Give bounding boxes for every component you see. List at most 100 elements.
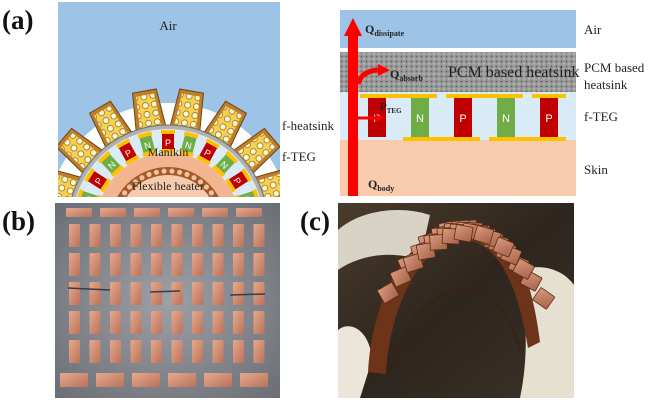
heater-wire-dot xyxy=(132,179,139,185)
copper-pad xyxy=(253,224,265,247)
flexible-teg-photo xyxy=(55,203,280,398)
copper-pad xyxy=(130,282,142,305)
substrate xyxy=(55,203,280,398)
p-teg-label: PTEG xyxy=(380,101,402,115)
copper-pad xyxy=(89,224,101,247)
copper-pad xyxy=(151,282,162,305)
copper-pad xyxy=(212,224,224,247)
pcm-side-label-line1: PCM based xyxy=(584,60,645,75)
bottom-interconnect-pad xyxy=(240,373,268,387)
teg-leg: P xyxy=(196,138,220,166)
bottom-electrode xyxy=(403,137,480,141)
teg-tile xyxy=(453,224,474,243)
copper-pad xyxy=(89,311,101,334)
top-interconnect-pad xyxy=(66,208,92,217)
dissipate-arrowhead xyxy=(344,18,362,36)
copper-pad xyxy=(130,224,142,247)
teg-legs: NPNPNPNPNPN xyxy=(75,130,261,200)
leg-type-label: P xyxy=(202,147,212,159)
teg-leg xyxy=(411,98,429,137)
teg-leg xyxy=(454,98,472,137)
heater-wire-dot xyxy=(208,190,214,196)
copper-pad xyxy=(151,311,162,334)
leg-type-label: P xyxy=(93,176,105,186)
copper-pad xyxy=(192,282,203,305)
copper-pad xyxy=(110,311,121,334)
top-interconnect-pad xyxy=(202,208,228,217)
teg-leg: P xyxy=(225,168,252,193)
copper-pad xyxy=(151,224,162,247)
heater-wire-dot xyxy=(191,175,197,181)
panel-label-a: (a) xyxy=(2,5,33,35)
top-interconnect-pad xyxy=(134,208,160,217)
copper-pad xyxy=(130,340,142,363)
heater-wire-dots xyxy=(117,168,219,200)
copper-pad xyxy=(110,253,121,276)
teg-tile xyxy=(377,282,400,304)
teg-leg: N xyxy=(179,131,199,158)
copper-pad xyxy=(69,311,80,334)
q-dissipate-label: Qdissipate xyxy=(365,22,405,38)
heater-wire-dot xyxy=(139,175,145,181)
flexible-heater-core xyxy=(124,175,212,200)
copper-pad xyxy=(171,282,183,305)
heater-wire-dot xyxy=(161,168,167,174)
teg-leg: N xyxy=(137,131,157,158)
air-side-label: Air xyxy=(584,22,602,37)
heater-wire-dot xyxy=(169,168,175,174)
left-cross-section-diagram: NPNPNPNPNPN Air Manikin Flexible heater … xyxy=(58,2,334,200)
absorb-arrow xyxy=(355,67,381,85)
top-electrode xyxy=(446,94,523,98)
top-electrode xyxy=(360,94,437,98)
teg-leg: P xyxy=(84,168,111,193)
teg-leg: P xyxy=(161,130,175,153)
copper-pad xyxy=(89,282,101,305)
bottom-interconnect-pad xyxy=(60,373,88,387)
heater-wire-dot xyxy=(146,171,152,177)
leg-type-label: P xyxy=(545,113,552,125)
inner-shadow xyxy=(388,288,522,373)
leg-type-label: P xyxy=(123,147,133,159)
copper-pad xyxy=(151,340,162,363)
copper-pad xyxy=(253,253,265,276)
copper-pad xyxy=(171,340,183,363)
copper-pad xyxy=(192,340,203,363)
teg-leg xyxy=(497,98,515,137)
teg-arrowhead xyxy=(375,114,384,122)
heater-wire-dot xyxy=(197,179,204,185)
copper-pad xyxy=(212,253,224,276)
leg-type-label: N xyxy=(106,159,118,171)
copper-pad xyxy=(69,340,80,363)
heater-wire-dot xyxy=(153,169,159,175)
heatsink-fins xyxy=(58,88,280,200)
copper-pad xyxy=(110,340,121,363)
teg-tile xyxy=(389,266,412,288)
copper-pad xyxy=(110,224,121,247)
copper-pad xyxy=(233,340,244,363)
copper-pad xyxy=(69,282,80,305)
copper-pad xyxy=(130,311,142,334)
leg-type-label: N xyxy=(184,140,193,151)
skin-side-label: Skin xyxy=(584,162,608,177)
q-absorb-label: Qabsorb xyxy=(390,67,423,83)
heater-wire-dot xyxy=(122,190,128,196)
copper-pad xyxy=(69,253,80,276)
f-teg-label: f-TEG xyxy=(282,149,316,164)
copper-pad xyxy=(151,253,162,276)
copper-pad xyxy=(171,253,183,276)
leg-type-label: N xyxy=(416,113,424,125)
leg-type-label: N xyxy=(218,159,230,171)
heater-wire-dot xyxy=(184,171,190,177)
copper-pad xyxy=(212,282,224,305)
copper-pad xyxy=(171,224,183,247)
heatsink-fin xyxy=(132,88,167,132)
heatsink-fin xyxy=(169,88,204,132)
copper-pad xyxy=(192,311,203,334)
top-interconnect-pad xyxy=(100,208,126,217)
top-interconnect-pad xyxy=(236,208,262,217)
skin-layer xyxy=(340,140,576,196)
copper-pad xyxy=(110,282,121,305)
